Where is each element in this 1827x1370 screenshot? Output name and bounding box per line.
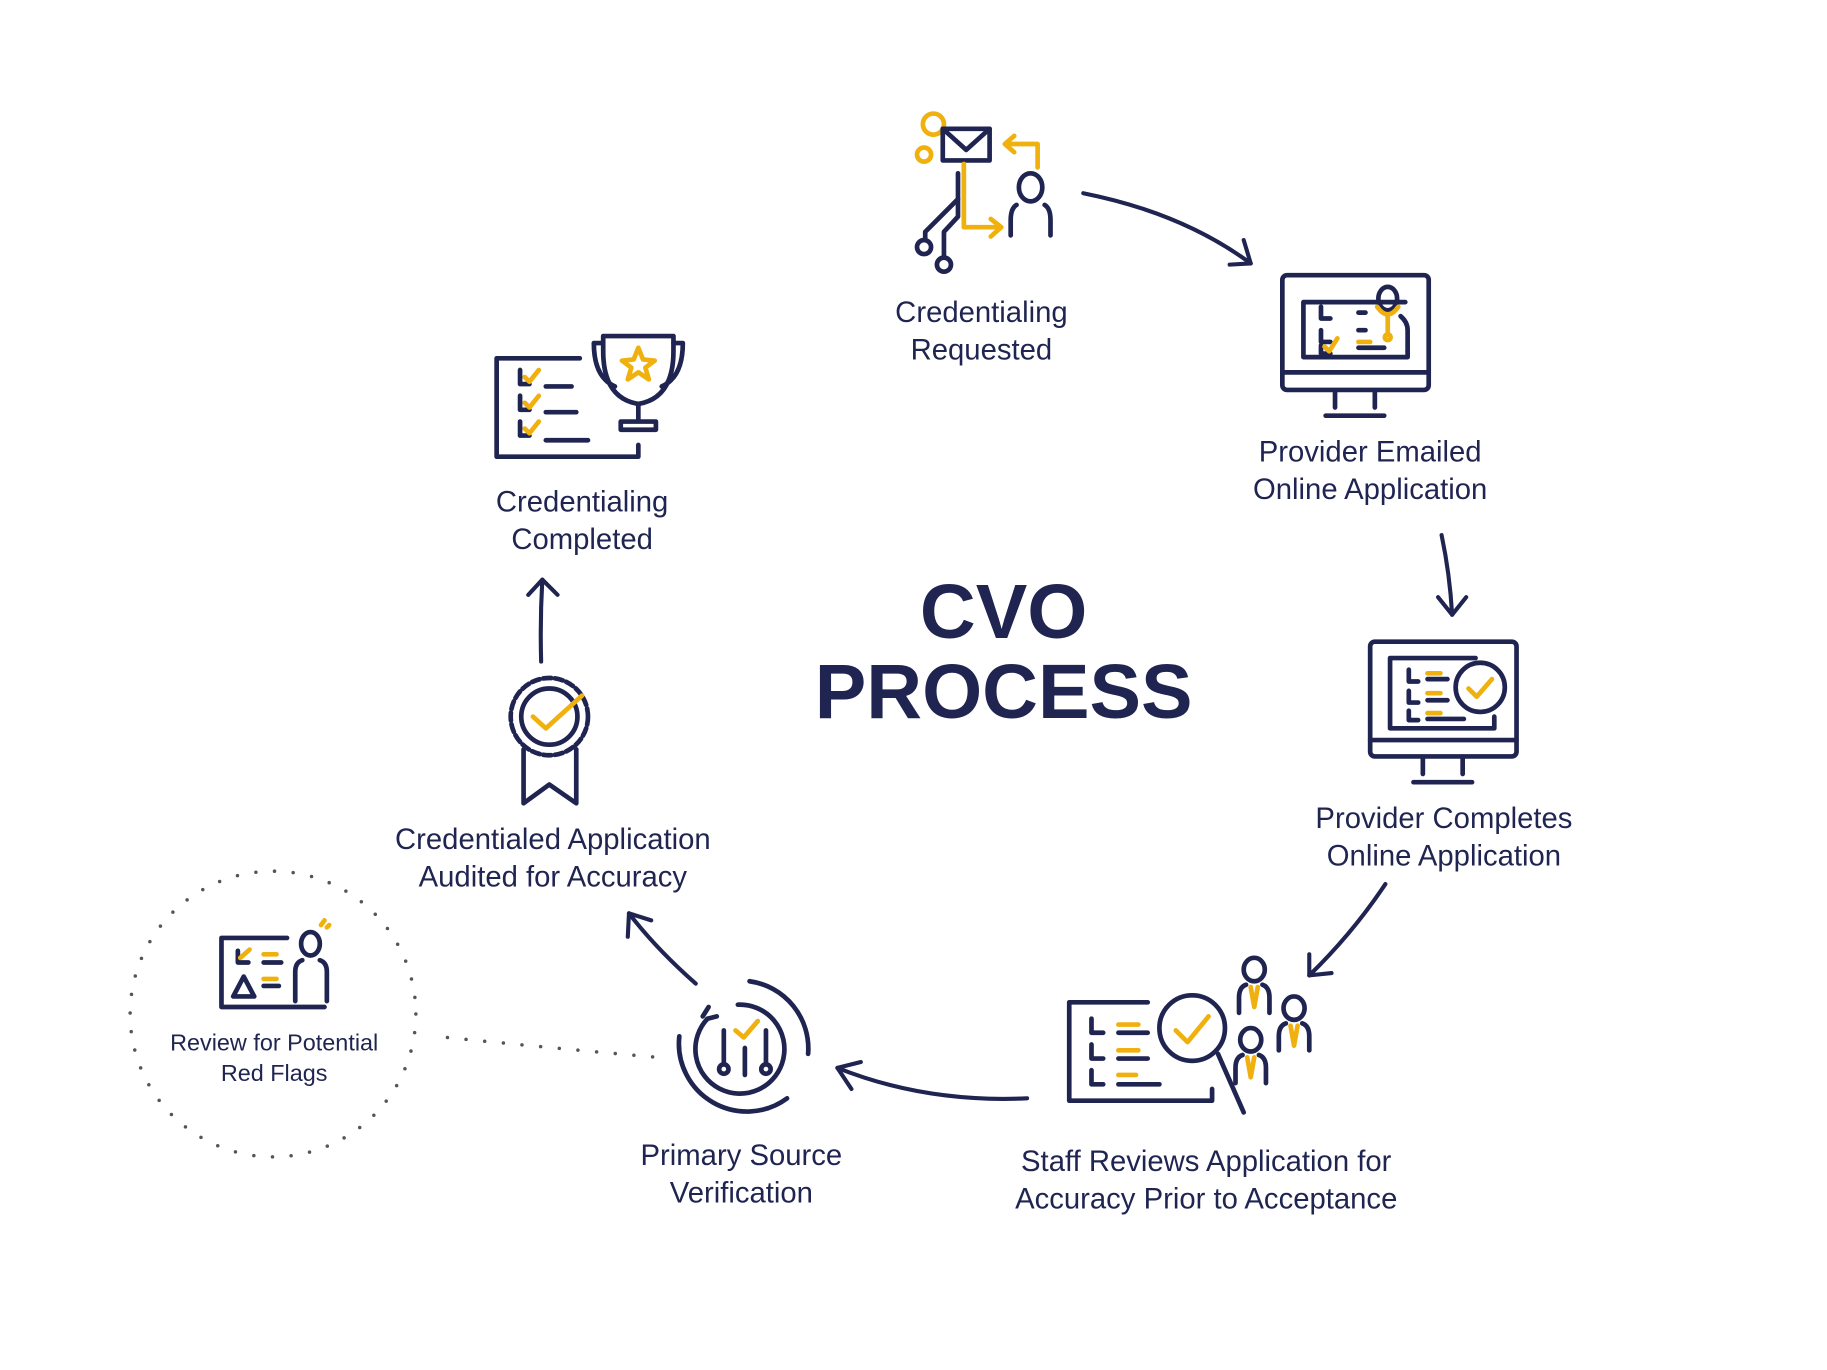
arrow-5 <box>625 911 698 986</box>
step-6-label-line2: Audited for Accuracy <box>419 861 688 893</box>
side-step-label-line1: Review for Potential <box>170 1029 378 1055</box>
step-3-label-line1: Provider Completes <box>1315 803 1572 835</box>
side-step-label-line2: Red Flags <box>221 1060 328 1086</box>
trophy-checklist-icon <box>494 333 686 460</box>
arrow-4 <box>835 1059 1030 1101</box>
award-ribbon-icon <box>508 675 591 806</box>
step-3-label-line2: Online Application <box>1327 840 1561 872</box>
step-6-label-line1: Credentialed Application <box>395 824 711 856</box>
step-2-label-line2: Online Application <box>1253 474 1487 506</box>
magnifier-staff-icon <box>1066 955 1312 1115</box>
verification-dial-icon <box>676 978 811 1114</box>
dotted-connector <box>445 1035 660 1060</box>
step-7-label-line2: Completed <box>511 524 653 556</box>
flow-arrows <box>128 191 1469 1159</box>
step-5-label-line1: Primary Source <box>641 1140 843 1172</box>
monitor-doctor-icon <box>1280 272 1432 419</box>
monitor-checklist-icon <box>1367 639 1519 785</box>
envelope-gears-person-icon <box>914 111 1053 274</box>
arrow-3 <box>1307 882 1388 978</box>
step-1-label-line1: Credentialing <box>895 297 1067 329</box>
step-2-label-line1: Provider Emailed <box>1259 436 1482 468</box>
title-line2: PROCESS <box>815 649 1193 735</box>
step-4-label-line2: Accuracy Prior to Acceptance <box>1015 1183 1397 1215</box>
step-5-label-line2: Verification <box>670 1178 813 1210</box>
arrow-2 <box>1436 533 1469 617</box>
dotted-circle <box>128 869 418 1159</box>
arrow-1 <box>1081 191 1253 267</box>
warning-person-icon <box>219 918 332 1010</box>
step-7-label-line1: Credentialing <box>496 487 668 519</box>
title-line1: CVO <box>920 569 1087 655</box>
arrow-6 <box>526 577 560 664</box>
step-4-label-line1: Staff Reviews Application for <box>1021 1146 1392 1178</box>
step-1-label-line2: Requested <box>911 334 1053 366</box>
